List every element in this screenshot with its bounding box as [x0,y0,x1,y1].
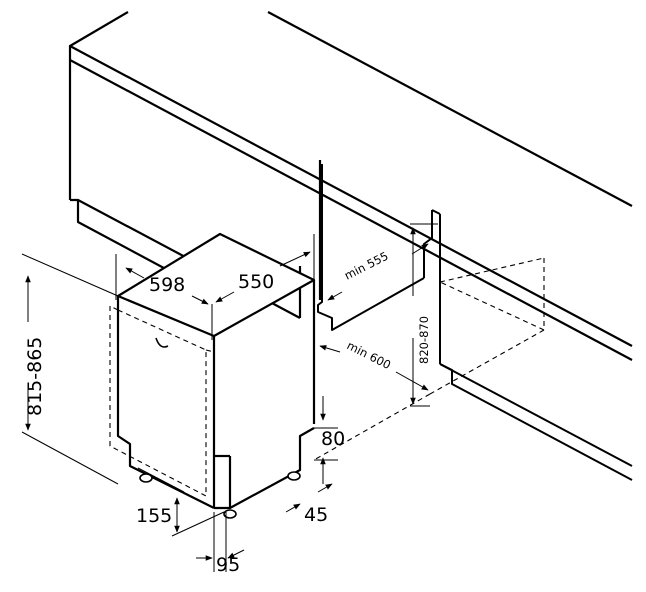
dim-niche-depth: min 555 [342,249,390,283]
door-handle [155,337,169,348]
feet [139,471,301,519]
dim-depth: 550 [238,271,274,293]
countertop [68,11,633,361]
door-dashed-outline [109,305,215,497]
dim-niche-height: 820-870 [417,316,431,364]
dimension-lines [21,223,438,572]
foot-front-right [223,509,237,519]
foot-front-left [139,473,153,483]
dim-height: 815-865 [24,337,46,416]
dim-foot-height: 155 [136,505,172,527]
niche-dashed-outline [313,257,545,461]
dim-foot-offset: 95 [216,554,240,576]
dim-plinth-height: 80 [321,428,345,450]
foot-back-right [287,471,301,481]
dim-width: 598 [149,274,185,296]
dishwasher [116,232,316,510]
dim-plinth-gap: 45 [304,504,328,526]
dim-niche-width: min 600 [345,338,393,372]
